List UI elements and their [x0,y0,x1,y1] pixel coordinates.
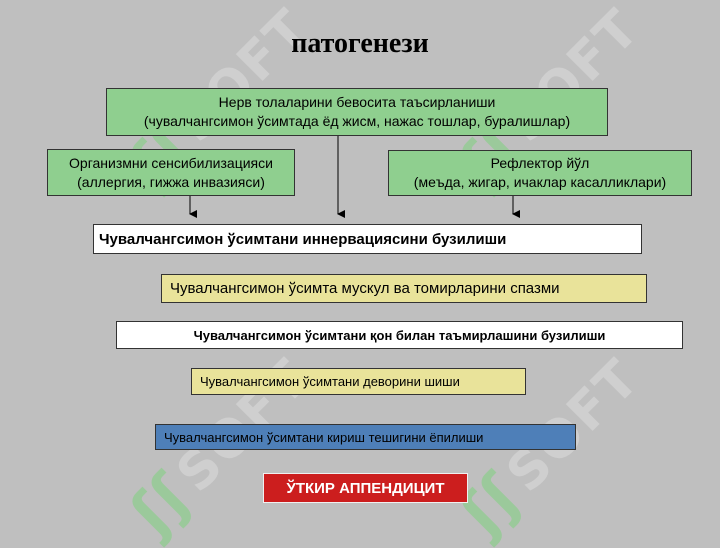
left-cause-line2: (аллергия, гижжа инвазияси) [77,173,265,190]
left-cause-box: Организмни сенсибилизацияси (аллергия, г… [47,149,295,196]
spasm-label: Чувалчангсимон ўсимта мускул ва томирлар… [170,280,560,297]
blood-supply-box: Чувалчангсимон ўсимтани қон билан таъмир… [116,321,683,349]
result-box: ЎТКИР АППЕНДИЦИТ [263,473,468,503]
spasm-box: Чувалчангсимон ўсимта мускул ва томирлар… [161,274,647,303]
entrance-closure-box: Чувалчангсимон ўсимтани кириш тешигини ё… [155,424,576,450]
innervation-label: Чувалчангсимон ўсимтани иннервациясини б… [99,230,507,248]
top-cause-box: Нерв толаларини бевосита таъсирланиши (ч… [106,88,608,136]
result-label: ЎТКИР АППЕНДИЦИТ [286,479,445,497]
blood-supply-label: Чувалчангсимон ўсимтани қон билан таъмир… [193,327,606,343]
top-cause-line2: (чувалчангсимон ўсимтада ёд жисм, нажас … [143,113,571,129]
swelling-label: Чувалчангсимон ўсимтани деворини шиши [200,374,460,389]
right-cause-line1: Рефлектор йўл [490,155,590,171]
innervation-box: Чувалчангсимон ўсимтани иннервациясини б… [93,224,642,254]
page-title: патогенези [291,28,429,59]
right-cause-box: Рефлектор йўл (меъда, жигар, ичаклар кас… [388,150,692,196]
left-cause-line1: Организмни сенсибилизацияси [69,154,273,171]
right-cause-line2: (меъда, жигар, ичаклар касалликлари) [413,174,667,190]
top-cause-line1: Нерв толаларини бевосита таъсирланиши [218,94,496,110]
entrance-closure-label: Чувалчангсимон ўсимтани кириш тешигини ё… [164,429,484,445]
swelling-box: Чувалчангсимон ўсимтани деворини шиши [191,368,526,395]
